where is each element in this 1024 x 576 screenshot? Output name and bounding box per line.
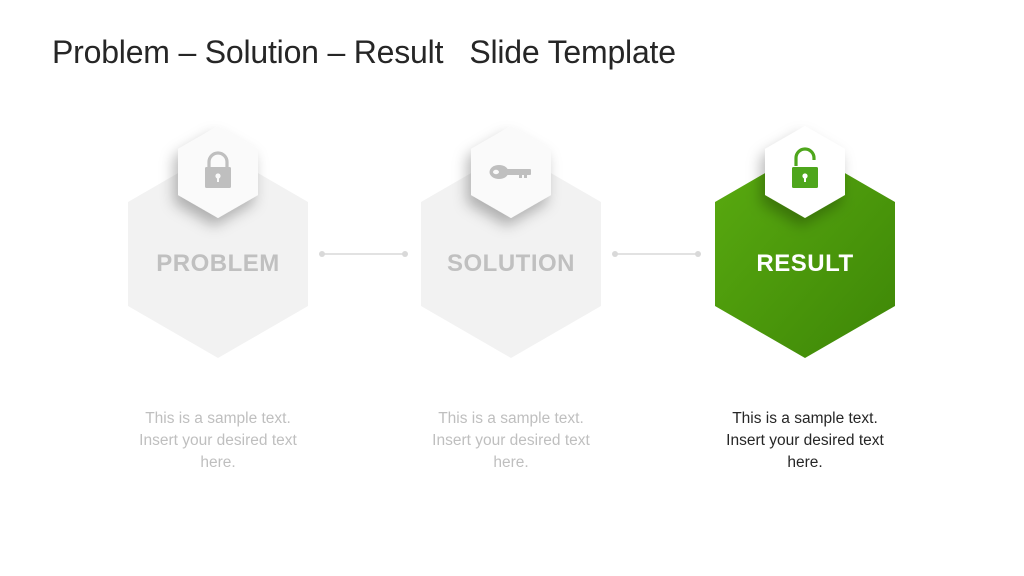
solution-hexagon: [421, 150, 601, 358]
step-solution[interactable]: [421, 126, 601, 358]
solution-description: This is a sample text. Insert your desir…: [411, 408, 611, 474]
problem-label: PROBLEM: [156, 250, 280, 277]
result-label: RESULT: [756, 250, 854, 277]
result-desc-line: This is a sample text.: [732, 410, 878, 427]
solution-label: SOLUTION: [447, 250, 575, 277]
problem-hexagon: [128, 150, 308, 358]
connector-1: [319, 251, 408, 257]
result-desc-line: Insert your desired text: [726, 432, 884, 449]
lock-icon: [205, 151, 231, 188]
result-description: This is a sample text. Insert your desir…: [705, 408, 905, 474]
result-hexagon: [715, 150, 895, 358]
solution-desc-line: Insert your desired text: [432, 432, 590, 449]
step-result[interactable]: [715, 126, 895, 358]
connector-2: [612, 251, 701, 257]
solution-desc-line: This is a sample text.: [438, 410, 584, 427]
problem-desc-line: This is a sample text.: [145, 410, 291, 427]
unlock-icon: [792, 147, 818, 188]
result-desc-line: here.: [787, 454, 823, 471]
solution-desc-line: here.: [493, 454, 529, 471]
step-problem[interactable]: [128, 126, 308, 358]
key-icon: [489, 165, 531, 179]
problem-desc-line: Insert your desired text: [139, 432, 297, 449]
slide-title: Problem – Solution – Result Slide Templa…: [52, 34, 676, 70]
problem-desc-line: here.: [200, 454, 236, 471]
problem-description: This is a sample text. Insert your desir…: [118, 408, 318, 474]
